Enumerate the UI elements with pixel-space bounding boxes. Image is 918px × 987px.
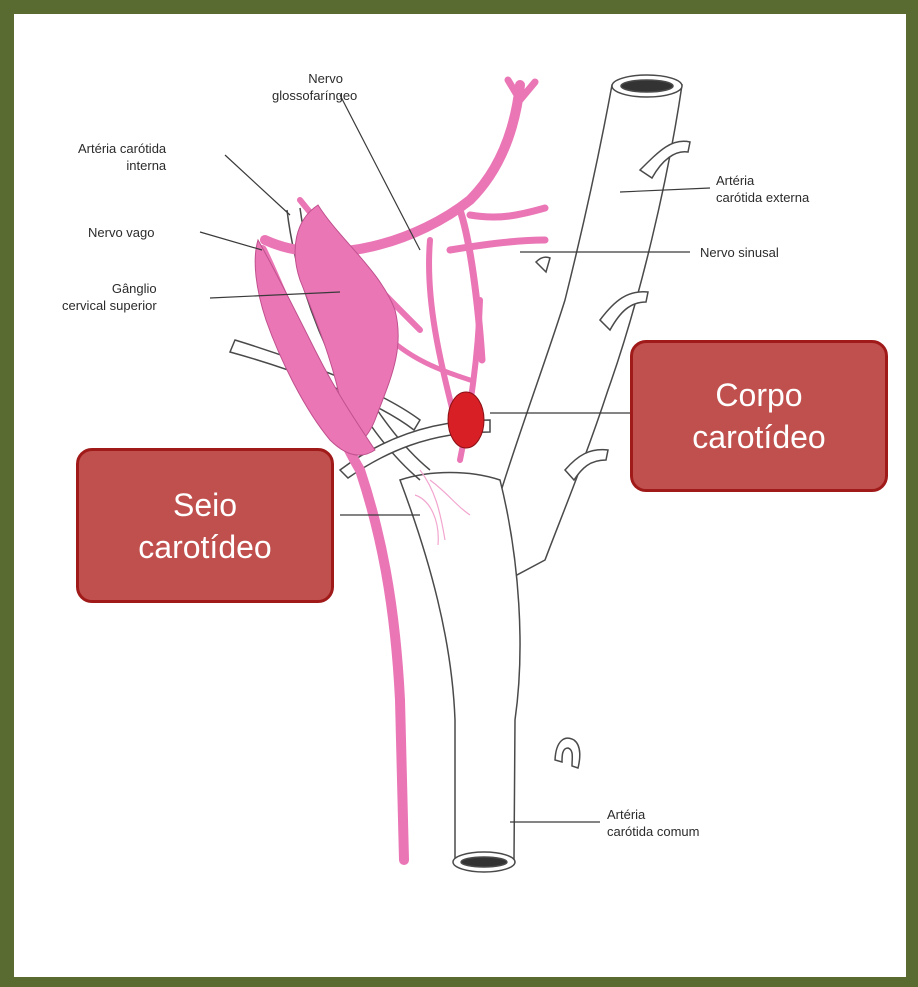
label-sinus-nerve: Nervo sinusal (700, 244, 779, 261)
label-external-carotid-artery: Artéria carótida externa (716, 172, 809, 206)
label-vagus-nerve: Nervo vago (88, 224, 154, 241)
callout-carotid-body: Corpo carotídeo (630, 340, 888, 492)
carotid-body (448, 392, 484, 448)
common-carotid-artery (400, 473, 520, 861)
label-superior-cervical-ganglion: Gânglio cervical superior (62, 280, 157, 314)
label-common-carotid-artery: Artéria carótida comum (607, 806, 699, 840)
label-internal-carotid-artery: Artéria carótida interna (78, 140, 166, 174)
label-glossopharyngeal-nerve: Nervo glossofaríngeo (272, 70, 357, 104)
callout-carotid-sinus: Seio carotídeo (76, 448, 334, 603)
